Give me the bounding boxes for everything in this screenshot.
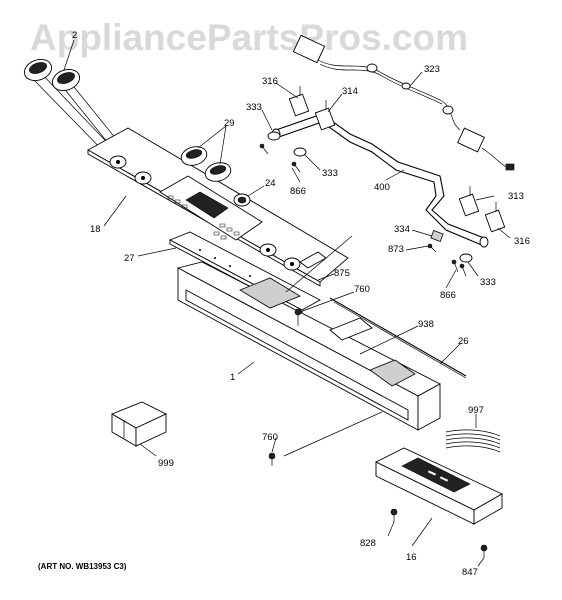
callout-333-a: 333 xyxy=(246,102,262,113)
control-panel-18 xyxy=(87,127,349,287)
manifold-400 xyxy=(271,113,489,248)
wire-26 xyxy=(329,297,467,377)
callout-334: 334 xyxy=(394,224,410,235)
callout-24: 24 xyxy=(265,178,276,189)
callout-27: 27 xyxy=(124,253,135,264)
callout-400: 400 xyxy=(374,182,390,193)
clamp-333-b xyxy=(293,147,307,157)
callout-18: 18 xyxy=(90,224,101,235)
callout-997: 997 xyxy=(468,405,484,416)
clamp-333-a xyxy=(267,131,281,141)
callout-333-c: 333 xyxy=(480,277,496,288)
callout-29: 29 xyxy=(224,118,235,129)
knob-group-2 xyxy=(23,59,147,181)
part-334 xyxy=(430,230,444,242)
knob-group-29 xyxy=(180,146,232,182)
screw-873 xyxy=(427,243,437,253)
callout-316-b: 316 xyxy=(514,236,530,247)
callout-760-a: 760 xyxy=(354,284,370,295)
callout-26: 26 xyxy=(458,336,469,347)
coil-997 xyxy=(445,429,501,453)
callout-323: 323 xyxy=(424,64,440,75)
housing-1 xyxy=(176,261,441,431)
screw-866-a xyxy=(259,143,301,173)
valve-314 xyxy=(314,100,336,131)
screw-760-b xyxy=(268,452,276,466)
watermark-text: AppliancePartsPros.com xyxy=(30,17,468,58)
callout-316-a: 316 xyxy=(262,76,278,87)
callout-847: 847 xyxy=(462,567,478,578)
screw-828 xyxy=(390,508,398,522)
callout-333-b: 333 xyxy=(322,168,338,179)
screw-866-b xyxy=(451,259,467,277)
valve-313 xyxy=(458,186,480,217)
box-999 xyxy=(110,401,168,447)
callout-999: 999 xyxy=(158,458,174,469)
callout-866-b: 866 xyxy=(440,290,456,301)
valve-316-b xyxy=(484,202,506,233)
harness-323 xyxy=(292,34,515,171)
callout-866-a: 866 xyxy=(290,186,306,197)
callout-2: 2 xyxy=(72,30,77,41)
callout-828: 828 xyxy=(360,538,376,549)
clamp-333-c xyxy=(459,253,473,263)
callout-938: 938 xyxy=(418,319,434,330)
screw-847 xyxy=(480,544,488,558)
callout-873: 873 xyxy=(388,244,404,255)
leader-lines xyxy=(63,39,511,567)
callout-314: 314 xyxy=(342,86,358,97)
callout-16: 16 xyxy=(406,552,417,563)
callout-760-b: 760 xyxy=(262,432,278,443)
callout-875: 875 xyxy=(334,268,350,279)
module-16 xyxy=(374,447,503,525)
valve-316-a xyxy=(288,86,310,117)
callout-313: 313 xyxy=(508,191,524,202)
art-number: (ART NO. WB13953 C3) xyxy=(38,562,127,571)
callout-labels: 2 18 27 29 24 316 333 314 333 866 400 32… xyxy=(72,30,530,578)
part-24 xyxy=(233,193,251,207)
wire-875 xyxy=(285,235,353,293)
callout-1: 1 xyxy=(230,372,235,383)
